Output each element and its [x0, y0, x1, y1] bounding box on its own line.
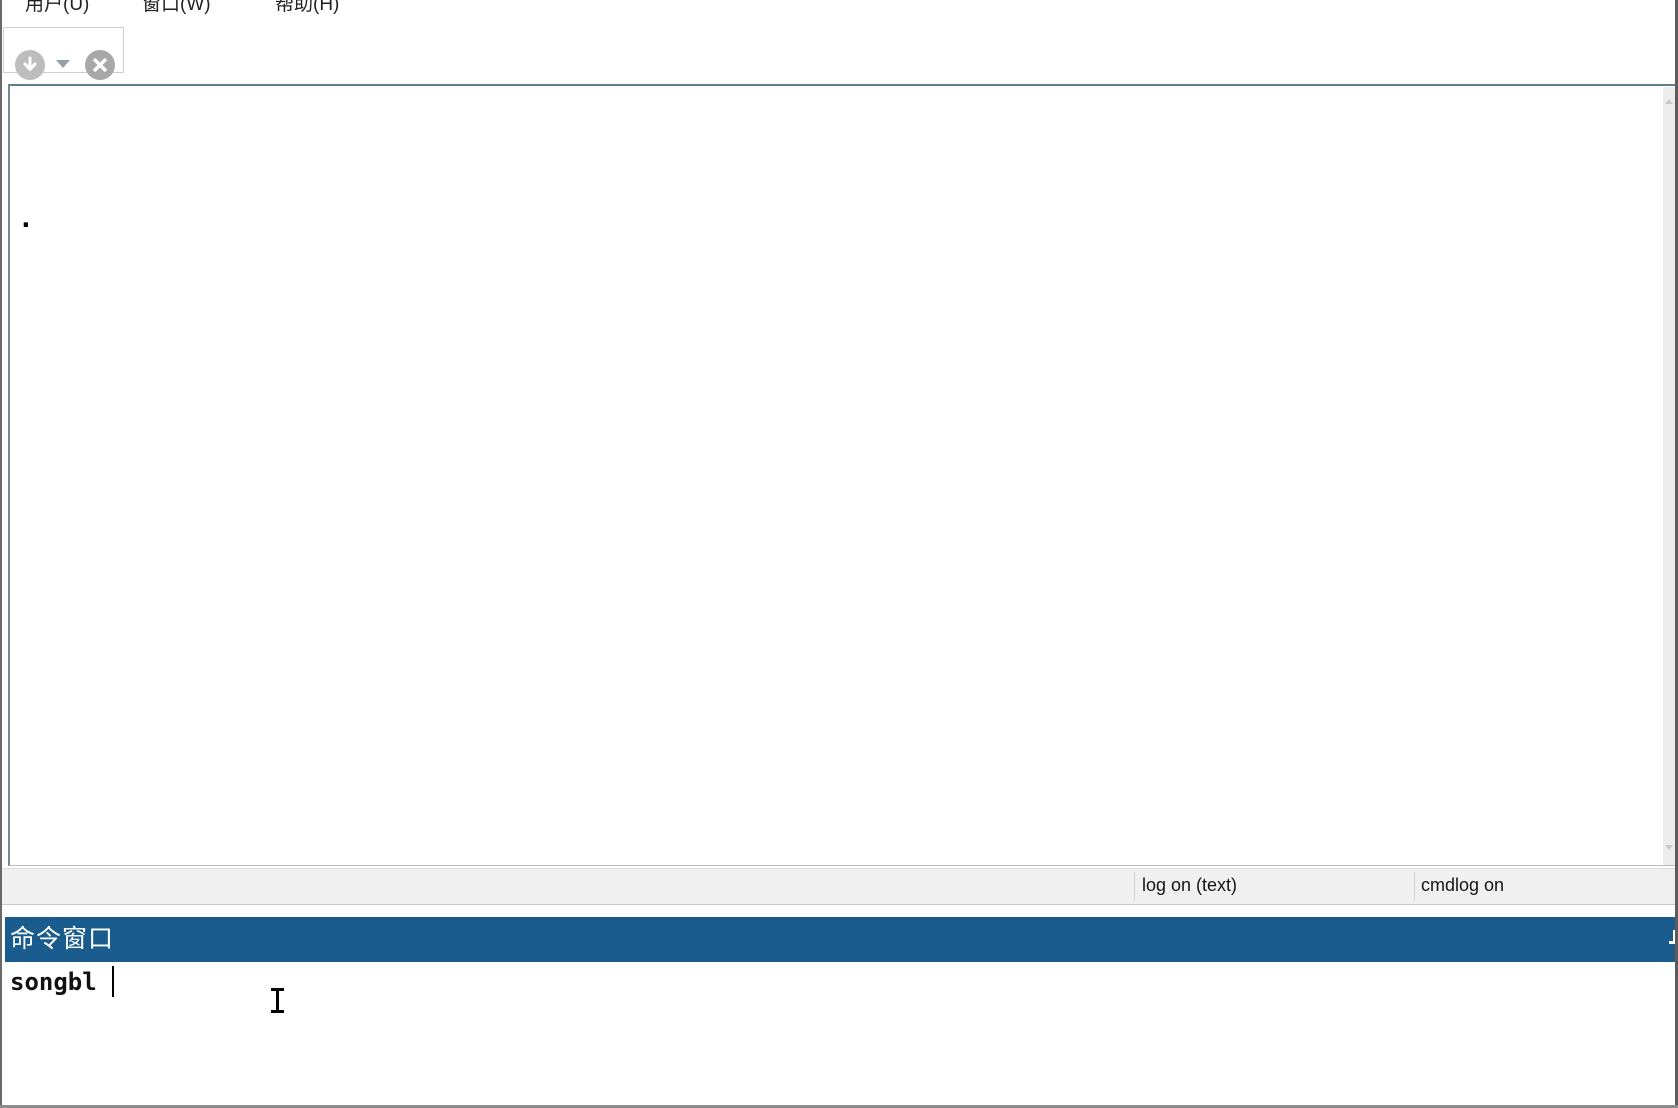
clipped-glyph: [1668, 930, 1676, 945]
ibeam-mouse-cursor: [271, 988, 284, 1013]
command-input[interactable]: songbl: [2, 962, 1675, 1105]
command-window-title: 命令窗口: [10, 925, 115, 953]
toolbar-button-group: [3, 27, 124, 80]
status-bar: log on (text) cmdlog on: [2, 868, 1675, 905]
dropdown-caret-icon[interactable]: [56, 60, 70, 68]
menu-item-window[interactable]: 窗口(W): [142, 0, 211, 15]
break-close-button[interactable]: [85, 50, 115, 80]
results-scrollbar[interactable]: [1663, 87, 1675, 865]
menu-item-help[interactable]: 帮助(H): [275, 0, 340, 15]
close-icon: [93, 58, 107, 72]
status-divider: [1134, 872, 1135, 901]
scroll-down-icon[interactable]: [1665, 845, 1673, 850]
log-status: log on (text): [1142, 875, 1238, 895]
text-caret: [112, 966, 114, 997]
window-border-right: [1675, 0, 1678, 1108]
results-prompt: .: [18, 204, 34, 234]
menu-item-user[interactable]: 用户(U): [25, 0, 90, 15]
down-arrow-icon: [23, 56, 37, 71]
window-border-left: [0, 0, 2, 1108]
command-input-text: songbl: [10, 968, 97, 996]
menu-bar: 用户(U) 窗口(W) 帮助(H): [2, 0, 1675, 15]
down-arrow-button[interactable]: [15, 50, 45, 80]
scroll-up-icon[interactable]: [1665, 99, 1673, 104]
window-border-bottom: [0, 1105, 1678, 1108]
status-divider: [1414, 872, 1415, 901]
command-window-titlebar[interactable]: 命令窗口: [5, 917, 1676, 962]
cmdlog-status: cmdlog on: [1421, 875, 1505, 895]
toolbar: [2, 15, 1675, 80]
results-window[interactable]: .: [8, 84, 1676, 866]
